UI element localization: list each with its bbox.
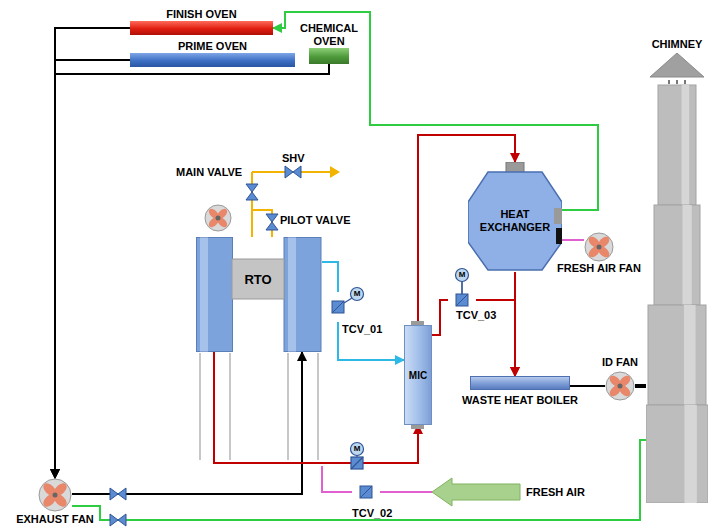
- unit-name: MIC: [409, 369, 427, 382]
- flow-line: [338, 322, 404, 360]
- flow-line: [55, 28, 130, 478]
- chimney-name: CHIMNEY: [652, 38, 703, 51]
- oven-body: [309, 48, 349, 64]
- unit-label: TCV_01: [342, 323, 382, 336]
- oven-name: FINISH OVEN: [166, 8, 236, 21]
- chamber-cap: [411, 321, 424, 325]
- flow-line: [72, 352, 302, 494]
- unit-name: RTO: [244, 273, 271, 286]
- control-valve: TCV_02: [352, 480, 380, 506]
- unit-label: TCV_02: [352, 507, 392, 520]
- flow-line: [72, 440, 646, 520]
- fan-shape: [38, 478, 72, 512]
- chimney-shape: [646, 53, 708, 503]
- control-valve: TCV_03: [448, 282, 476, 308]
- oven-body: [130, 21, 273, 35]
- fan-shape: [605, 371, 635, 401]
- motor-valves: [344, 269, 469, 470]
- flow-line: [273, 12, 598, 210]
- rto-unit: RTO: [196, 237, 322, 352]
- flow-line: [562, 239, 584, 241]
- valve-label: PILOT VALVE: [280, 214, 351, 227]
- inlet-label: FRESH AIR: [526, 486, 585, 499]
- fan-icon: [585, 233, 613, 261]
- flow-line: [635, 384, 646, 388]
- flow-line: [570, 385, 605, 387]
- chamber-cap: [411, 425, 424, 429]
- exhaust-valves: [110, 488, 126, 526]
- boiler: WASTE HEAT BOILER: [470, 376, 570, 390]
- motor-label: M: [354, 445, 361, 453]
- gas-train: [246, 166, 340, 237]
- fan-icon: [606, 372, 634, 400]
- unit-name: HEAT EXCHANGER: [476, 208, 554, 234]
- flow-line: [322, 262, 338, 292]
- motor-label: M: [354, 290, 361, 298]
- unit-label: ID FAN: [602, 356, 638, 369]
- valve-label: SHV: [282, 152, 305, 165]
- oven-bar: CHEMICAL OVEN: [296, 22, 362, 64]
- fan-shape: [584, 232, 614, 262]
- oven-bar: FINISH OVEN: [130, 8, 273, 35]
- valve-label: MAIN VALVE: [176, 166, 242, 179]
- motor-label: M: [459, 271, 466, 279]
- oven-name: PRIME OVEN: [178, 40, 247, 53]
- valve-shape: [326, 292, 350, 322]
- rto-fan: [205, 205, 231, 231]
- flow-line: [514, 272, 516, 376]
- rto-shape: [196, 237, 322, 352]
- unit-label: FRESH AIR FAN: [557, 262, 641, 275]
- fan: ID FAN: [605, 371, 635, 401]
- fan: FRESH AIR FAN: [584, 232, 614, 262]
- fresh-air-inlet: [322, 466, 520, 506]
- rto-core: RTO: [232, 259, 284, 299]
- fan-icon: [39, 479, 71, 511]
- unit-label: EXHAUST FAN: [16, 513, 94, 526]
- fan: EXHAUST FAN: [38, 478, 72, 512]
- mixing-chamber: MIC: [404, 325, 432, 425]
- valve-shape: [352, 480, 380, 506]
- flow-line: [55, 60, 130, 478]
- heat-exchanger: HEAT EXCHANGER: [468, 162, 562, 272]
- flow-line: [432, 300, 448, 335]
- exchanger-body: HEAT EXCHANGER: [476, 174, 554, 268]
- oven-name: CHEMICAL OVEN: [296, 22, 362, 48]
- unit-label: WASTE HEAT BOILER: [462, 394, 578, 407]
- rto-rods: [200, 353, 318, 460]
- oven-body: [130, 53, 295, 67]
- flow-line: [55, 64, 329, 478]
- control-valve: TCV_01: [326, 292, 350, 322]
- oven-bar: PRIME OVEN: [130, 40, 295, 67]
- unit-label: TCV_03: [456, 309, 496, 322]
- boiler-body: [470, 376, 570, 390]
- flow-line: [214, 352, 418, 463]
- chimney: CHIMNEY: [646, 38, 708, 503]
- valve-shape: [448, 282, 476, 308]
